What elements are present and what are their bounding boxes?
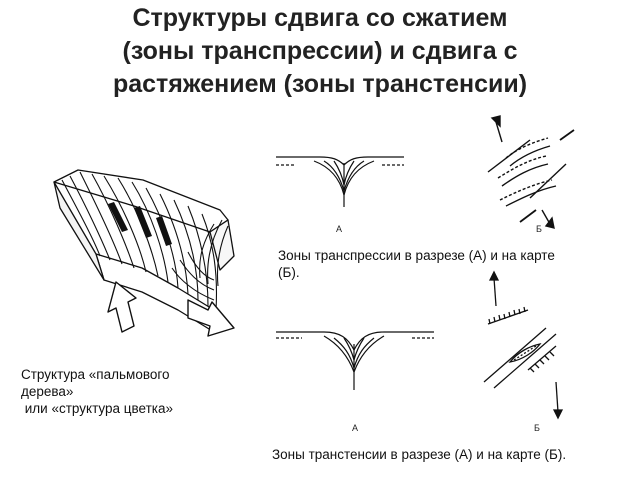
palm-caption-line-2: дерева» bbox=[21, 384, 74, 399]
transpression-caption: Зоны транспрессии в разрезе (А) и на кар… bbox=[278, 247, 555, 281]
slide-title: Структуры сдвига со сжатием (зоны трансп… bbox=[0, 2, 640, 101]
palm-tree-caption: Структура «пальмового дерева» или «струк… bbox=[21, 366, 173, 417]
title-line-3: растяжением (зоны транстенсии) bbox=[112, 70, 528, 98]
title-line-2: (зоны транспрессии) и сдвига с bbox=[122, 37, 518, 65]
transtension-caption: Зоны транстенсии в разрезе (А) и на карт… bbox=[272, 447, 567, 462]
palm-tree-block-diagram bbox=[53, 169, 235, 337]
transtension-section-diagram bbox=[276, 331, 434, 390]
transtension-label-a: А bbox=[352, 423, 359, 433]
extension-arrow-icon bbox=[187, 299, 235, 337]
transpression-label-b: Б bbox=[536, 224, 542, 234]
transpression-caption-line-1: Зоны транспрессии в разрезе (А) и на кар… bbox=[278, 248, 555, 263]
palm-caption-line-1: Структура «пальмового bbox=[21, 367, 170, 382]
transtension-label-b: Б bbox=[534, 423, 540, 433]
compression-arrow-icon bbox=[107, 281, 137, 333]
transpression-map-diagram bbox=[487, 115, 575, 229]
transtension-map-diagram bbox=[483, 270, 564, 420]
palm-caption-line-3: или «структура цветка» bbox=[21, 401, 173, 416]
transpression-label-a: А bbox=[336, 224, 343, 234]
transpression-section-diagram bbox=[276, 156, 404, 207]
title-line-1: Структуры сдвига со сжатием bbox=[132, 4, 508, 32]
transpression-caption-line-2: (Б). bbox=[278, 265, 300, 280]
